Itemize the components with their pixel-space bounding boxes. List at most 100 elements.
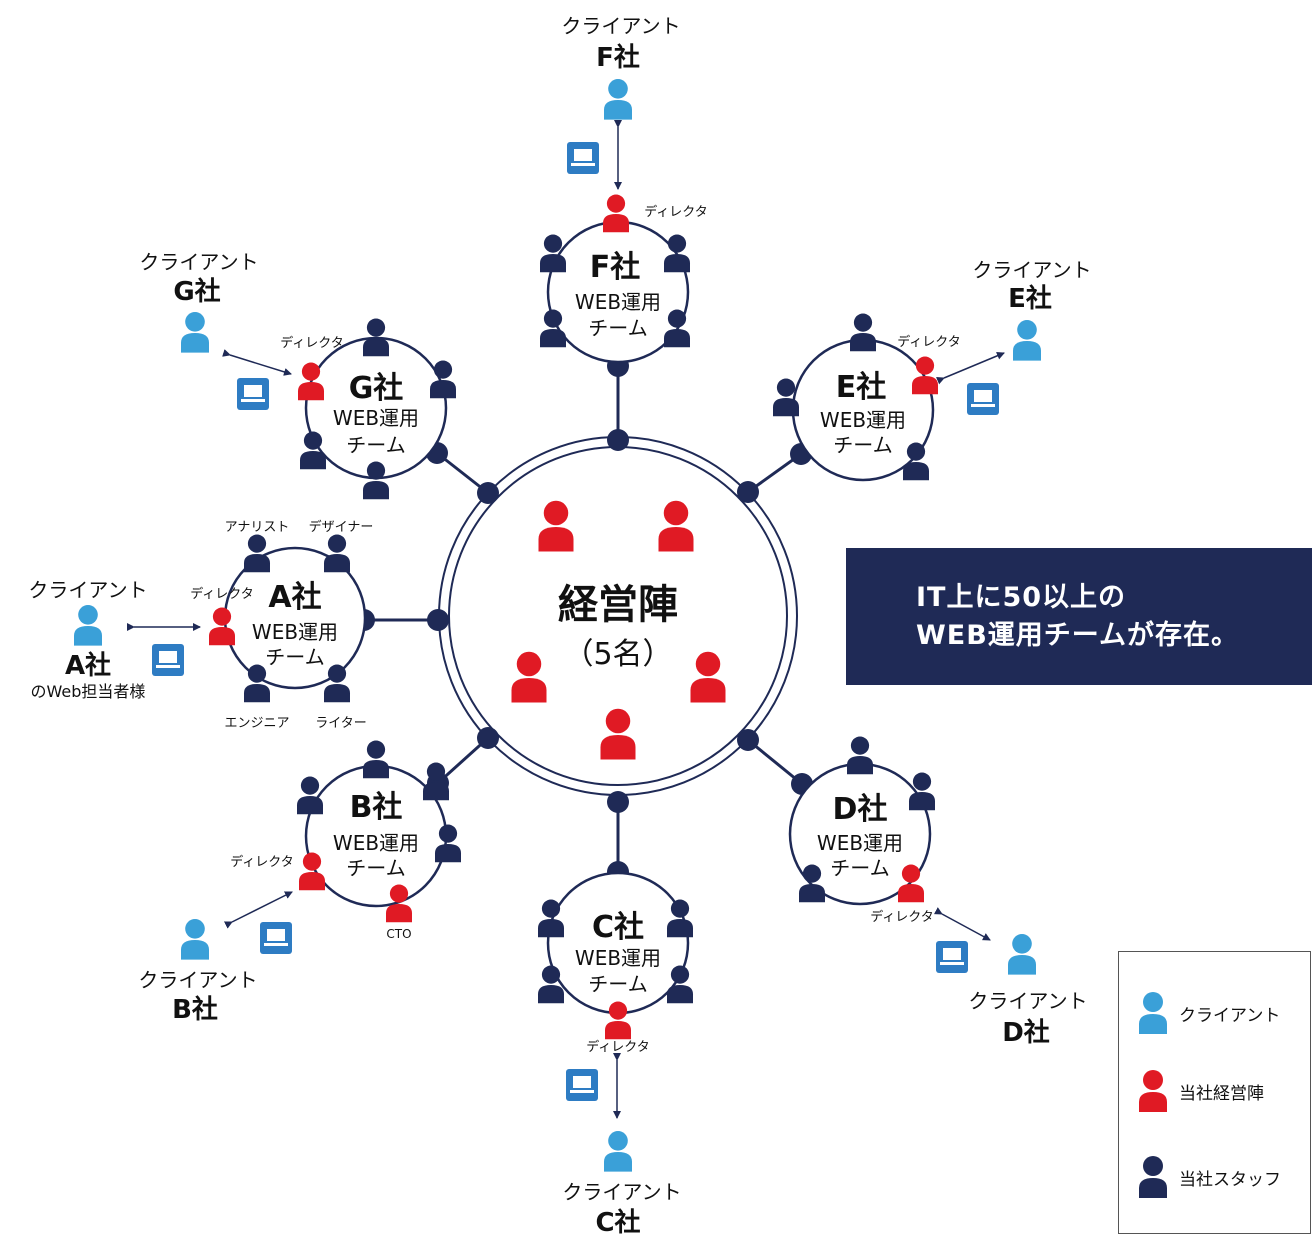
laptop-icon-F — [567, 142, 599, 174]
legend-label-staff: 当社スタッフ — [1179, 1169, 1281, 1190]
team-label1-F: WEB運用 — [575, 290, 661, 314]
team-name-E: E社 — [836, 370, 887, 405]
staff-person-icon-F-2 — [664, 234, 690, 273]
staff-person-icon-A-2 — [324, 534, 350, 573]
laptop-icon-A — [152, 644, 184, 676]
staff-person-icon-C-2 — [667, 899, 693, 938]
team-name-F: F社 — [590, 250, 641, 285]
team-label1-B: WEB運用 — [333, 831, 419, 855]
client-name-F: F社 — [596, 42, 640, 73]
spoke-ring-node-F — [607, 429, 629, 451]
legend-item-staff: 当社スタッフ — [1137, 1154, 1281, 1200]
director-person-icon-D — [898, 864, 924, 903]
executive-count: （5名） — [563, 637, 672, 672]
client-label-F: クライアント — [561, 14, 680, 38]
staff-person-icon-A-4 — [324, 664, 350, 703]
role-label-A-4: ライター — [315, 716, 366, 731]
staff-person-icon-B-3 — [423, 762, 449, 801]
client-name-E: E社 — [1008, 283, 1052, 314]
client-label-D: クライアント — [968, 989, 1087, 1013]
executive-title: 経営陣 — [558, 582, 678, 628]
director-person-icon-C — [605, 1001, 631, 1040]
team-name-A: A社 — [268, 580, 321, 615]
staff-person-icon-F-4 — [664, 309, 690, 348]
summary-banner: IT上に50以上の WEB運用チームが存在。 — [846, 548, 1312, 685]
client-name-C: C社 — [595, 1207, 640, 1238]
banner-line-2: WEB運用チームが存在。 — [916, 619, 1239, 651]
staff-person-icon-A-3 — [244, 664, 270, 703]
client-person-icon-E — [1013, 320, 1041, 361]
staff-person-icon-C-4 — [667, 965, 693, 1004]
banner-line-1: IT上に50以上の — [916, 581, 1127, 613]
staff-person-icon-F-3 — [540, 309, 566, 348]
team-label1-G: WEB運用 — [333, 406, 419, 430]
role-label-A-3: エンジニア — [224, 716, 289, 731]
cto-person-icon-B — [386, 884, 412, 923]
staff-person-icon-D-1 — [847, 736, 873, 775]
client-label-G: クライアント — [139, 250, 258, 274]
team-name-G: G社 — [349, 371, 404, 406]
director-person-icon-E — [912, 356, 938, 395]
legend: クライアント 当社経営陣 当社スタッフ — [1118, 951, 1311, 1234]
client-name-G: G社 — [173, 276, 220, 307]
team-label1-E: WEB運用 — [820, 408, 906, 432]
client-link-arrow-E — [936, 352, 1005, 385]
client-person-icon-G — [181, 312, 209, 353]
client-person-icon-A — [74, 605, 102, 646]
team-label1-D: WEB運用 — [817, 831, 903, 855]
staff-person-icon — [1139, 1156, 1167, 1198]
director-label-E: ディレクタ — [897, 334, 961, 350]
staff-person-icon-G-3 — [300, 431, 326, 470]
director-person-icon-G — [298, 362, 324, 401]
team-name-D: D社 — [833, 792, 888, 827]
legend-label-client: クライアント — [1179, 1005, 1281, 1026]
team-label2-B: チーム — [346, 856, 405, 880]
director-label-B: ディレクタ — [230, 854, 294, 870]
staff-person-icon-C-1 — [538, 899, 564, 938]
director-label-D: ディレクタ — [870, 909, 934, 925]
director-label-G: ディレクタ — [280, 335, 344, 351]
client-sub-A: のWeb担当者様 — [31, 682, 146, 701]
client-person-icon-D — [1008, 934, 1036, 975]
team-label2-E: チーム — [833, 433, 892, 457]
staff-person-icon-D-3 — [799, 864, 825, 903]
staff-person-icon-D-2 — [909, 772, 935, 811]
team-name-C: C社 — [592, 910, 644, 945]
spoke-ring-node-D — [737, 729, 759, 751]
executive-person-icon-5 — [600, 708, 636, 760]
laptop-icon-G — [237, 378, 269, 410]
staff-person-icon-E-2 — [773, 378, 799, 417]
spoke-ring-node-C — [607, 791, 629, 813]
staff-person-icon-C-3 — [538, 965, 564, 1004]
executive-person-icon — [1139, 1070, 1167, 1112]
team-label2-D: チーム — [830, 856, 889, 880]
spoke-ring-node-B — [477, 727, 499, 749]
spoke-D — [747, 738, 803, 786]
director-person-icon-B — [299, 852, 325, 891]
staff-person-icon-G-2 — [430, 360, 456, 399]
director-person-icon-F — [603, 194, 629, 233]
client-person-icon-C — [604, 1131, 632, 1172]
team-label2-C: チーム — [588, 972, 647, 996]
cto-label-B: CTO — [386, 927, 411, 941]
staff-person-icon-E-1 — [850, 313, 876, 352]
staff-person-icon-B-1 — [363, 740, 389, 779]
laptop-icon-D — [936, 941, 968, 973]
staff-person-icon-B-2 — [297, 776, 323, 815]
client-person-icon — [1139, 992, 1167, 1034]
director-label-C: ディレクタ — [586, 1039, 650, 1055]
spoke-ring-node-G — [477, 482, 499, 504]
spoke-B — [436, 736, 490, 785]
role-label-A-1: アナリスト — [225, 520, 290, 535]
client-person-icon-B — [181, 919, 209, 960]
team-label1-C: WEB運用 — [575, 946, 661, 970]
client-link-arrow-D — [933, 907, 991, 941]
client-label-A: クライアント — [28, 578, 147, 602]
client-name-B: B社 — [172, 994, 218, 1025]
team-label2-F: チーム — [588, 316, 647, 340]
spoke-ring-node-E — [737, 481, 759, 503]
client-name-D: D社 — [1002, 1017, 1050, 1048]
client-name-A: A社 — [65, 650, 111, 681]
